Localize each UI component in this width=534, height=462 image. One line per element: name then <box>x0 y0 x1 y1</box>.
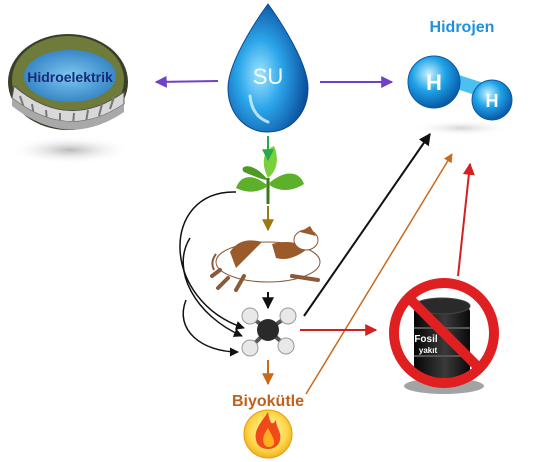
cow-icon <box>210 226 321 292</box>
no-oil-barrel-icon <box>389 278 499 394</box>
water-drop-icon <box>227 3 309 133</box>
arrow-biomass-to-hydrogen <box>305 153 453 395</box>
methane-molecule-icon <box>241 307 297 357</box>
hydro-label: Hidroelektrik <box>27 69 113 85</box>
hydrogen-node: Hidrojen H H <box>407 19 513 136</box>
biomass-node: Biyokütle <box>232 393 304 459</box>
plant-sprout-icon <box>236 146 304 204</box>
hydroelectric-node: Hidroelektrik <box>8 34 132 164</box>
arrow-cow-to-methane-2 <box>182 299 239 357</box>
fossil-node: Fosil yakıt <box>389 278 499 394</box>
arrow-plant-to-methane <box>179 191 245 330</box>
arrow-plant-to-methane-2 <box>182 237 243 337</box>
arrow-water-to-hydro <box>154 75 219 88</box>
hydrogen-atom-label: H <box>426 70 442 95</box>
arrow-fossil-to-hydrogen <box>457 162 475 277</box>
hydrogen-label: Hidrojen <box>430 19 495 36</box>
water-label: SU <box>253 64 284 89</box>
water-node: SU <box>227 3 309 133</box>
hydro-shadow <box>8 136 132 164</box>
arrow-methane-to-hydrogen <box>303 133 431 317</box>
hydrogen-molecule-icon <box>407 55 513 136</box>
fire-icon <box>243 409 293 459</box>
flow-arrows <box>154 75 475 395</box>
hydrogen-atom-label: H <box>486 91 499 111</box>
fossil-label: Fosil <box>414 334 438 345</box>
fossil-sub-label: yakıt <box>419 346 438 355</box>
hydroelectric-dam-icon <box>8 34 128 130</box>
biomass-label: Biyokütle <box>232 393 304 410</box>
